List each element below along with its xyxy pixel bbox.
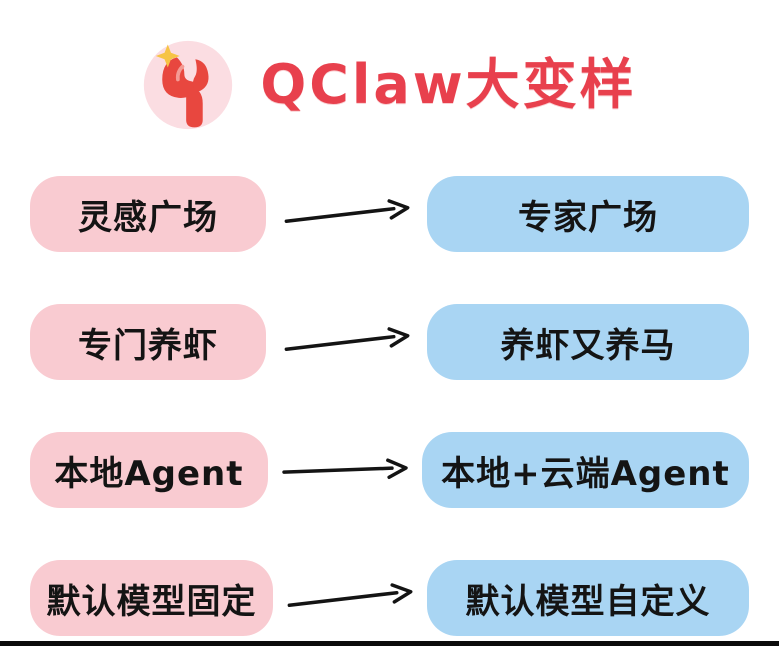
header: QClaw大变样 <box>0 0 779 148</box>
after-pill: 养虾又养马 <box>427 304 749 380</box>
page-title: QClaw大变样 <box>260 53 637 116</box>
arrow-right-icon <box>265 323 427 360</box>
before-pill: 专门养虾 <box>30 304 266 380</box>
after-pill: 专家广场 <box>427 176 749 252</box>
before-pill: 默认模型固定 <box>30 560 273 636</box>
comparison-rows: 灵感广场 专家广场 专门养虾 养虾又养马 本地Agent <box>0 148 779 636</box>
before-pill: 灵感广场 <box>30 176 266 252</box>
comparison-row-4: 默认模型固定 默认模型自定义 <box>30 560 749 636</box>
star-icon <box>156 44 181 68</box>
qclaw-logo <box>142 39 234 131</box>
comparison-row-2: 专门养虾 养虾又养马 <box>30 304 749 380</box>
lobster-claw-icon <box>144 40 233 130</box>
arrow-right-icon <box>272 580 427 617</box>
arrow-right-icon <box>265 195 427 232</box>
comparison-row-1: 灵感广场 专家广场 <box>30 176 749 252</box>
after-pill: 本地+云端Agent <box>421 432 749 508</box>
comparison-row-3: 本地Agent 本地+云端Agent <box>30 432 749 508</box>
before-pill: 本地Agent <box>30 432 268 508</box>
arrow-right-icon <box>268 456 422 485</box>
after-pill: 默认模型自定义 <box>427 560 749 636</box>
